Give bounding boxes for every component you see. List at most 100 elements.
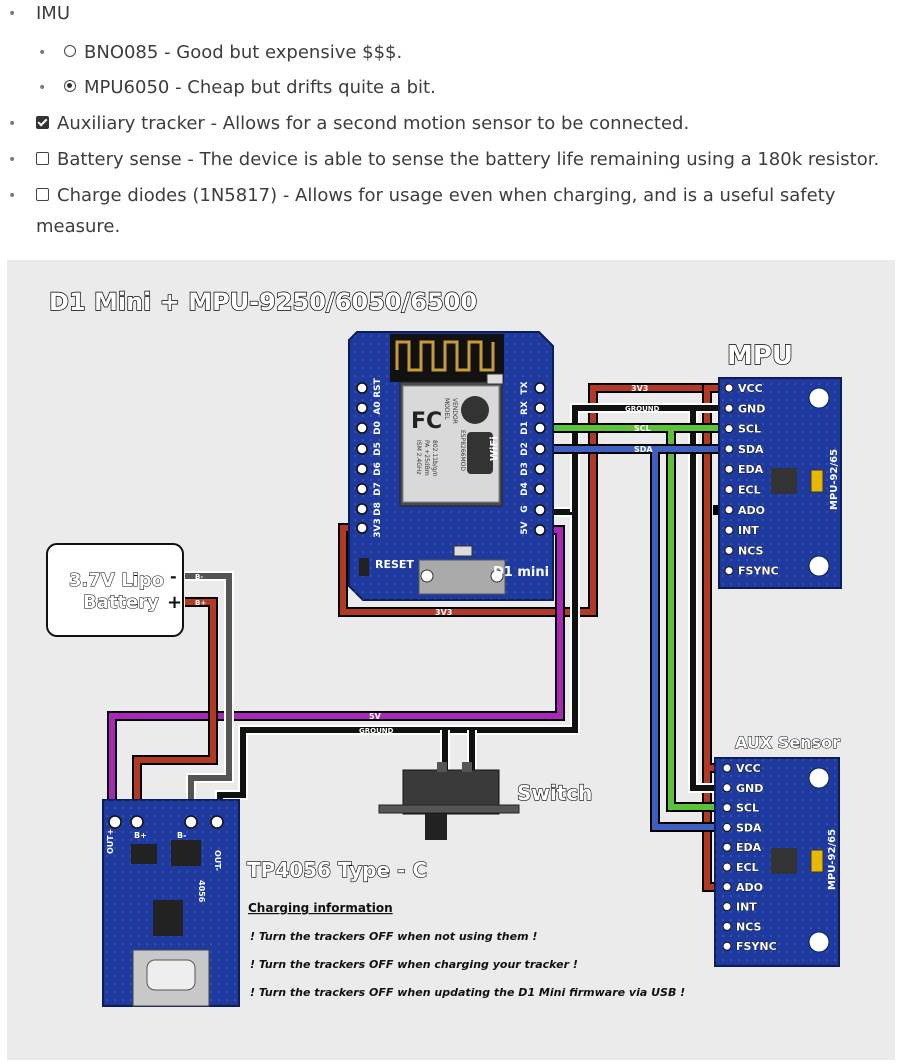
mpu-pin-hole xyxy=(724,566,734,576)
radio-bno085[interactable] xyxy=(64,45,76,57)
d1-pin-d4: D4 xyxy=(520,482,530,496)
charge-diodes-label-cont: measure. xyxy=(36,216,121,237)
aux-label: Auxiliary tracker - Allows for a second … xyxy=(57,113,690,134)
aux-pin-int: INT xyxy=(736,901,757,914)
d1-brand-label: D1 mini xyxy=(493,565,549,580)
mpu-pin-ecl: ECL xyxy=(738,484,761,497)
aux-pin-hole xyxy=(722,763,732,773)
charger-pin-bplus: B+ xyxy=(134,831,147,840)
d1-pin-d6: D6 xyxy=(373,462,383,476)
switch-component xyxy=(378,762,520,840)
mpu-pin-ado: ADO xyxy=(738,504,765,517)
wire-sda xyxy=(550,446,727,830)
wire-label-3v3: 3V3 xyxy=(631,384,648,393)
switch-label: Switch xyxy=(517,781,592,805)
bullet: • xyxy=(8,188,17,204)
bullet: • xyxy=(38,80,47,96)
wiring-diagram: D1 Mini + MPU-9250/6050/6500 xyxy=(7,260,895,1060)
d1-pin-d1: D1 xyxy=(520,421,530,435)
aux-pin-hole xyxy=(722,941,732,951)
mpu-pin-hole xyxy=(724,383,734,393)
d1-pin-d8: D8 xyxy=(373,502,383,516)
bullet: • xyxy=(8,6,17,22)
charge-diodes-option[interactable]: Charge diodes (1N5817) - Allows for usag… xyxy=(36,184,835,208)
aux-pin-ecl: ECL xyxy=(736,861,759,874)
mpu-pin-hole xyxy=(724,525,734,535)
battery-label-2: Battery xyxy=(83,592,159,613)
battery-plus: + xyxy=(167,592,182,613)
wire-scl xyxy=(550,425,727,810)
chip-esp: ESP8266MOD xyxy=(459,430,466,471)
aux-sensor-board: MPU-92/65 VCCGNDSCLSDAEDAECLADOINTNCSFSY… xyxy=(714,757,840,967)
wire-label-sda: SDA xyxy=(634,445,653,454)
mpu-pin-ncs: NCS xyxy=(738,544,763,557)
wire-bminus xyxy=(185,573,232,815)
fc-logo: FC xyxy=(411,409,442,434)
wire-label-scl: SCL xyxy=(634,424,651,433)
radio-mpu6050[interactable] xyxy=(64,80,76,92)
checkbox-aux[interactable] xyxy=(36,116,49,129)
chip-vendor: VENDOR xyxy=(451,398,458,424)
battery-minus: - xyxy=(170,567,177,586)
wire-label-bminus: B- xyxy=(195,573,203,581)
charging-note-1: ! Turn the trackers OFF when not using t… xyxy=(250,930,537,943)
d1-pin-3v3: 3V3 xyxy=(373,518,383,538)
d1-pin-rst: RST xyxy=(373,377,383,397)
mpu-pin-hole xyxy=(724,444,734,454)
wifi-logo: WiFi xyxy=(489,436,500,461)
bullet: • xyxy=(8,152,17,168)
chip-model: MODEL xyxy=(443,398,450,420)
wire-label-3v3-bottom: 3V3 xyxy=(435,608,452,617)
chip-pa: PA +25dBm xyxy=(423,440,430,476)
d1-pin-d0: D0 xyxy=(373,421,383,435)
aux-pin-ado: ADO xyxy=(736,881,763,894)
charger-title: TP4056 Type - C xyxy=(247,858,427,882)
mpu-pin-scl: SCL xyxy=(738,423,761,436)
bullet: • xyxy=(8,116,17,132)
checkbox-charge-diodes[interactable] xyxy=(36,188,49,201)
charger-pin-bminus: B- xyxy=(177,831,186,840)
wire-5v xyxy=(109,527,563,815)
d1-pin-d2: D2 xyxy=(520,442,530,456)
aux-pin-hole xyxy=(722,902,732,912)
aux-model-label: MPU-92/65 xyxy=(827,829,838,890)
bno085-option[interactable]: BNO085 - Good but expensive $$$. xyxy=(64,41,402,65)
battery-sense-label: Battery sense - The device is able to se… xyxy=(57,149,880,170)
mpu-pin-hole xyxy=(724,485,734,494)
wires xyxy=(107,383,727,892)
chip-80211: 802.11b/g/n xyxy=(431,440,438,477)
tp4056-board: OUT+ B+ B- OUT- 4056 xyxy=(102,799,240,1007)
d1-pin-g: G xyxy=(520,505,530,512)
aux-pin-hole xyxy=(722,822,732,832)
aux-pin-fsync: FSYNC xyxy=(736,940,777,953)
d1-pin-d7: D7 xyxy=(373,482,383,496)
aux-pin-hole xyxy=(722,921,732,931)
charging-info-header: Charging information xyxy=(248,901,393,915)
mpu-sensor-board: MPU-92/65 VCCGNDSCLSDAEDAECLADOINTNCSFSY… xyxy=(718,377,842,589)
wire-label-ground-bottom: GROUND xyxy=(359,727,394,735)
aux-pin-scl: SCL xyxy=(736,802,759,815)
mpu-pin-hole xyxy=(724,424,734,434)
mpu-pin-int: INT xyxy=(738,524,759,537)
mpu-pin-eda: EDA xyxy=(738,463,764,476)
charger-chip-label: 4056 xyxy=(197,880,206,903)
aux-pin-vcc: VCC xyxy=(736,762,761,775)
mpu-pin-gnd: GND xyxy=(738,402,765,415)
aux-title: AUX Sensor xyxy=(735,733,840,752)
mpu-model-label: MPU-92/65 xyxy=(829,449,840,510)
aux-option[interactable]: Auxiliary tracker - Allows for a second … xyxy=(36,112,689,136)
battery-label-1: 3.7V Lipo xyxy=(69,570,164,591)
charging-note-3: ! Turn the trackers OFF when updating th… xyxy=(250,986,685,999)
aux-pin-hole xyxy=(722,862,732,872)
mpu6050-option[interactable]: MPU6050 - Cheap but drifts quite a bit. xyxy=(64,76,436,100)
aux-pin-hole xyxy=(722,882,732,892)
mpu-pin-hole xyxy=(724,464,734,474)
checkbox-battery-sense[interactable] xyxy=(36,152,49,165)
d1-pin-holes xyxy=(356,382,546,536)
battery-sense-option[interactable]: Battery sense - The device is able to se… xyxy=(36,148,879,172)
charger-pin-outminus: OUT- xyxy=(213,850,222,871)
mpu6050-label: MPU6050 - Cheap but drifts quite a bit. xyxy=(84,77,436,98)
charging-note-2: ! Turn the trackers OFF when charging yo… xyxy=(250,958,578,971)
aux-pin-hole xyxy=(722,783,732,793)
d1-pin-rx: RX xyxy=(520,401,530,415)
